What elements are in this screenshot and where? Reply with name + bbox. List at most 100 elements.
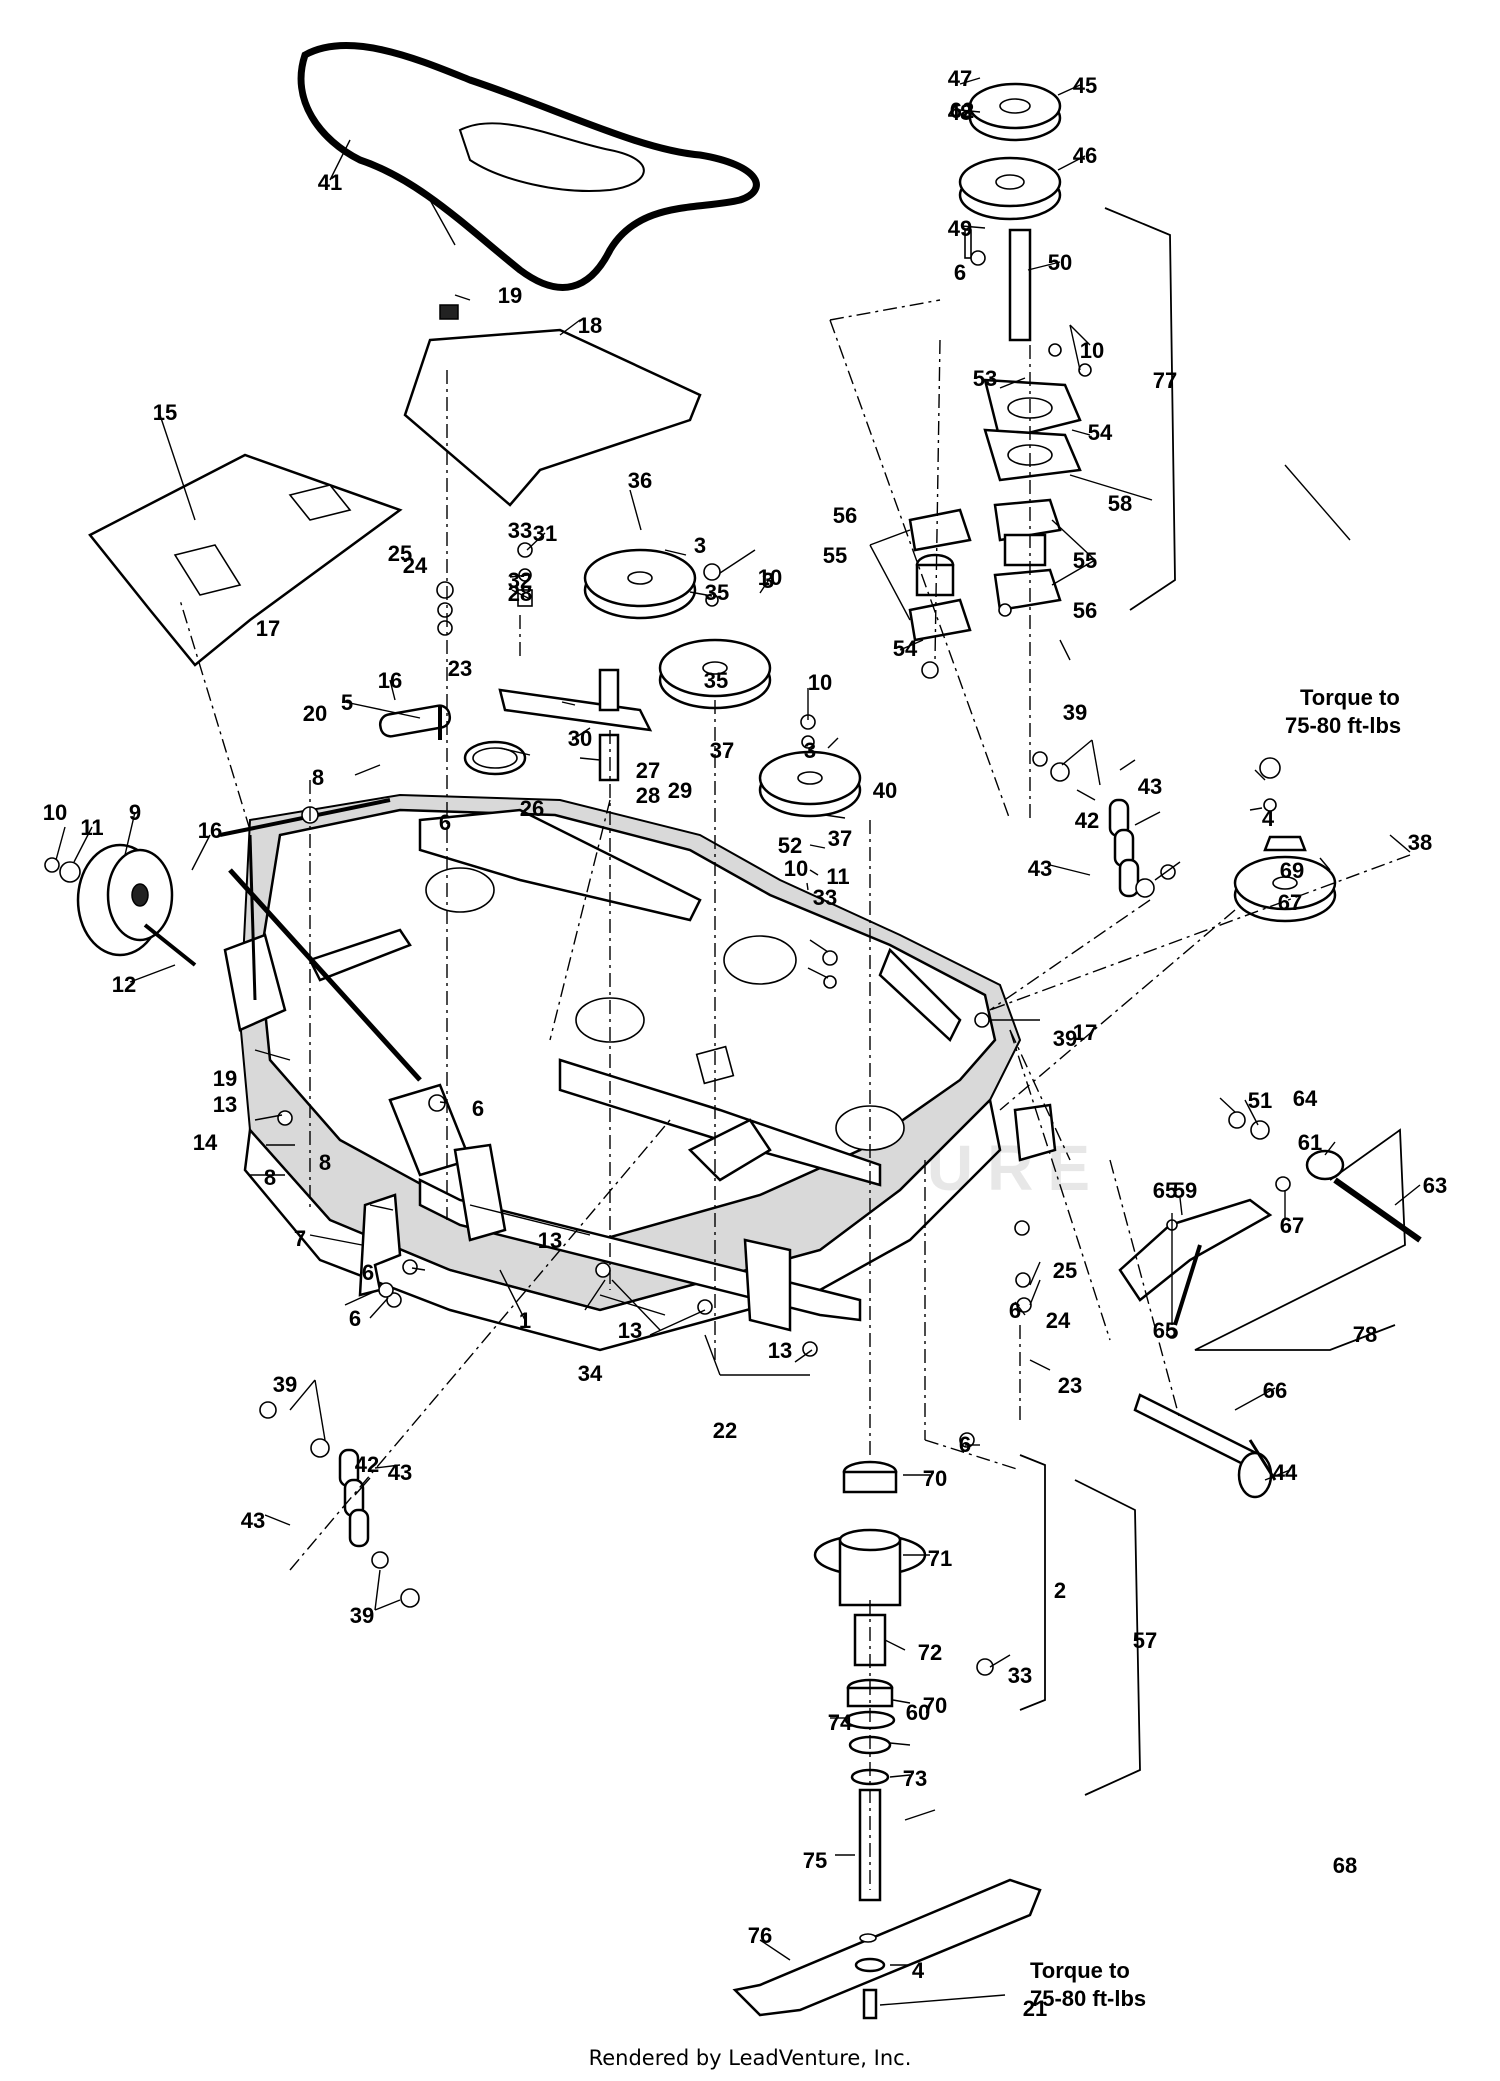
callout-11: 11 [80,815,103,840]
callout-72: 72 [918,1640,942,1665]
callout-4: 4 [1262,806,1275,831]
callout-56: 56 [833,503,857,528]
cover-clip [439,304,459,320]
callout-65: 65 [1153,1318,1177,1343]
bearing-flange-left-upper [908,508,972,552]
callout-40: 40 [873,778,897,803]
callout-11: 11 [826,864,849,889]
callout-71: 71 [928,1546,952,1571]
callout-55: 55 [1073,548,1097,573]
callout-37: 37 [710,738,734,763]
callout-33: 33 [508,518,532,543]
callout-2: 2 [1054,1578,1066,1603]
callout-33: 33 [813,885,837,910]
callout-43: 43 [241,1508,265,1533]
callout-16: 16 [198,818,222,843]
hitch-crossbar [1118,1198,1273,1302]
callout-10: 10 [1080,338,1104,363]
callout-42: 42 [1075,808,1099,833]
callout-30: 30 [568,726,592,751]
callout-5: 5 [341,690,353,715]
callout-25: 25 [388,541,412,566]
callout-22: 22 [713,1418,737,1443]
callout-66: 66 [1263,1378,1287,1403]
callout-13: 13 [618,1318,642,1343]
callout-67: 67 [1280,1213,1304,1238]
callout-6: 6 [959,1432,971,1457]
callout-46: 46 [1073,143,1097,168]
callout-1: 1 [519,1308,531,1333]
callout-57: 57 [1133,1628,1157,1653]
blade-bolt [862,1988,878,2020]
bearing-flange-right-lower [993,568,1062,612]
callout-33: 33 [1008,1663,1032,1688]
callout-53: 53 [973,366,997,391]
height-chain-bottom [338,1448,370,1548]
belt-cover [403,328,702,507]
callout-70: 70 [923,1466,947,1491]
torque-note-bottom-line1: Torque to [1030,1958,1130,1983]
callout-16: 16 [378,668,402,693]
callout-13: 13 [213,1092,237,1117]
callout-65: 65 [1153,1178,1177,1203]
assembly-guide-lines [179,299,1411,1890]
leader-lines [55,77,1421,2006]
callout-49: 49 [948,216,972,241]
callout-35: 35 [704,668,728,693]
drive-shaft [1008,228,1032,342]
callout-51: 51 [1248,1088,1272,1113]
torque-note-top-line1: Torque to [1300,685,1400,710]
callout-39: 39 [350,1603,374,1628]
callout-15: 15 [153,400,177,425]
callout-61: 61 [1298,1130,1322,1155]
callout-48: 48 [948,100,972,125]
hardware-fasteners [259,250,1291,1676]
callout-14: 14 [193,1130,218,1155]
callout-76: 76 [748,1923,772,1948]
callout-70: 70 [923,1693,947,1718]
callout-3: 3 [804,738,816,763]
callout-13: 13 [538,1228,562,1253]
callout-54: 54 [893,636,918,661]
callout-63: 63 [1423,1173,1447,1198]
torque-note-top-line2: 75-80 ft-lbs [1285,713,1401,738]
callout-55: 55 [823,543,847,568]
callout-59: 59 [1173,1178,1197,1203]
callout-23: 23 [1058,1373,1082,1398]
callout-19: 19 [498,283,522,308]
bracket-57 [1074,1479,1141,1796]
callout-39: 39 [273,1372,297,1397]
callout-43: 43 [1138,774,1162,799]
callout-17: 17 [256,616,280,641]
callout-50: 50 [1048,250,1072,275]
height-chain-top [1108,798,1140,898]
callout-3: 3 [694,533,706,558]
callout-9: 9 [129,800,141,825]
blade-washer [854,1957,886,1973]
callout-29: 29 [668,778,692,803]
callout-78: 78 [1353,1322,1377,1347]
bracket-77 [1104,207,1176,611]
callout-6: 6 [439,810,451,835]
callout-39: 39 [1063,700,1087,725]
torque-note-bottom-line2: 75-80 ft-lbs [1030,1986,1146,2011]
callout-32: 32 [508,568,532,593]
callout-24: 24 [1046,1308,1071,1333]
callout-41: 41 [318,170,342,195]
callout-68: 68 [1333,1853,1357,1878]
callout-45: 45 [1073,73,1097,98]
callout-77: 77 [1153,368,1177,393]
callout-42: 42 [355,1452,379,1477]
callout-31: 31 [533,521,557,546]
callout-17: 17 [1073,1020,1097,1045]
drive-belt [297,42,760,291]
callout-6: 6 [954,260,966,285]
callout-73: 73 [903,1766,927,1791]
callout-13: 13 [768,1338,792,1363]
callout-27: 27 [636,758,660,783]
bearing-flange-right-upper [993,498,1062,542]
callout-23: 23 [448,656,472,681]
callout-19: 19 [213,1066,237,1091]
callout-28: 28 [636,783,660,808]
